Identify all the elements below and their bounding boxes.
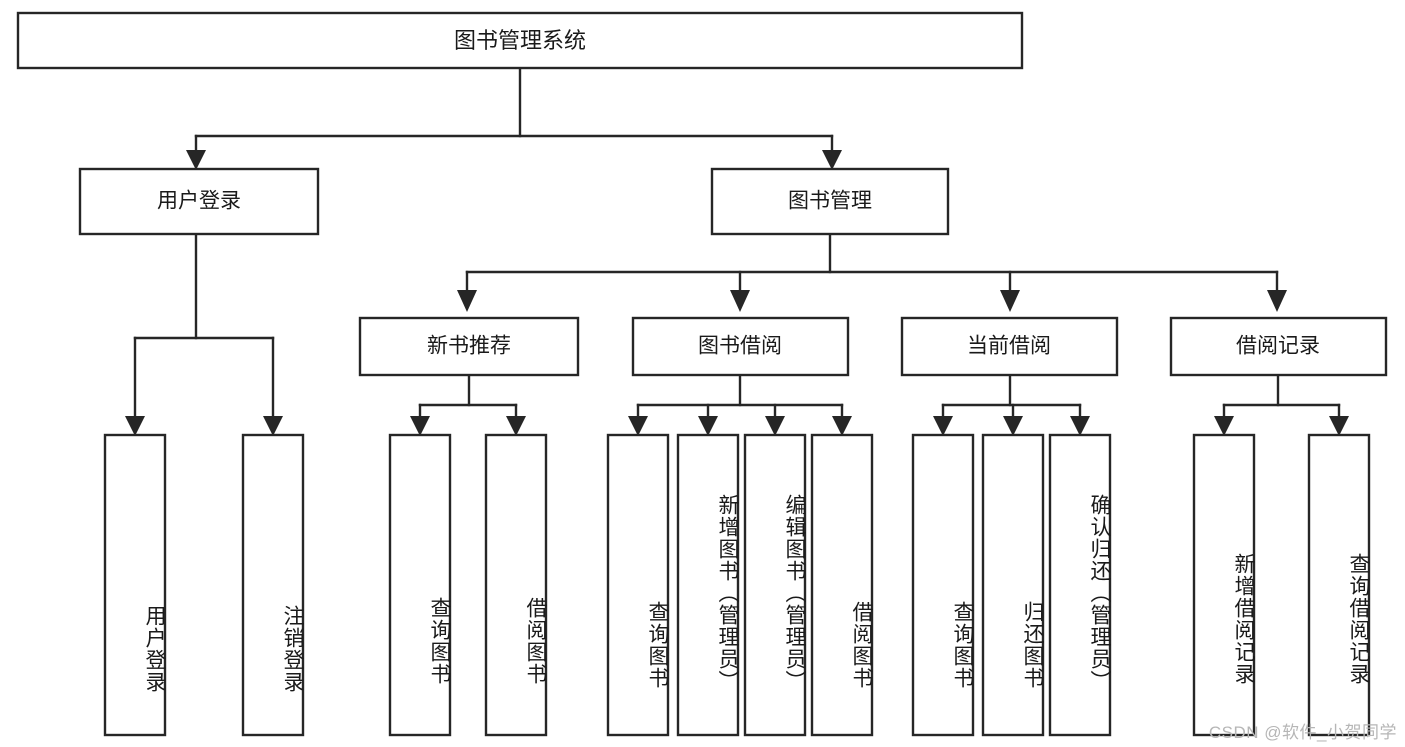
arrowhead-leaf-borrow-book-1 (506, 416, 526, 436)
arrowhead-leaf-query-book-3 (933, 416, 953, 436)
node-leaf-query-book-3-box[interactable] (911, 433, 975, 737)
node-borrow-record[interactable]: 借阅记录 (1169, 316, 1388, 377)
node-book-borrow[interactable]: 图书借阅 (631, 316, 850, 377)
node-book-management-box[interactable] (710, 167, 950, 236)
node-leaf-edit-book-box[interactable] (743, 433, 807, 737)
arrowhead-leaf-query-record (1329, 416, 1349, 436)
node-book-borrow-label: 图书借阅 (698, 335, 782, 358)
arrowhead-new-book-recommend (457, 290, 477, 312)
watermark-text: CSDN @软件_小贺同学 (1208, 723, 1397, 742)
node-borrow-record-label: 借阅记录 (1236, 335, 1320, 358)
node-user-login-label: 用户登录 (157, 190, 241, 213)
node-new-book-recommend-label: 新书推荐 (427, 335, 511, 358)
arrowhead-user-login (186, 150, 206, 170)
node-current-borrow-box[interactable] (900, 316, 1119, 377)
node-leaf-logout-login-box[interactable] (241, 433, 305, 737)
arrowhead-leaf-borrow-book-2 (832, 416, 852, 436)
node-root-label: 图书管理系统 (454, 28, 586, 53)
arrowhead-leaf-add-book (698, 416, 718, 436)
arrowhead-book-management (822, 150, 842, 170)
node-leaf-add-record-box[interactable] (1192, 433, 1256, 737)
arrowhead-leaf-logout-login (263, 416, 283, 436)
node-leaf-add-book-box[interactable] (676, 433, 740, 737)
node-current-borrow[interactable]: 当前借阅 (900, 316, 1119, 377)
node-leaf-borrow-book-2-box[interactable] (810, 433, 874, 737)
node-root[interactable]: 图书管理系统 (16, 11, 1024, 70)
node-current-borrow-label: 当前借阅 (967, 335, 1051, 358)
node-user-login[interactable]: 用户登录 (78, 167, 320, 236)
node-leaf-query-record-box[interactable] (1307, 433, 1371, 737)
node-new-book-recommend[interactable]: 新书推荐 (358, 316, 580, 377)
arrowhead-leaf-edit-book (765, 416, 785, 436)
arrowhead-borrow-record (1267, 290, 1287, 312)
arrowhead-leaf-confirm-return (1070, 416, 1090, 436)
node-user-login-box[interactable] (78, 167, 320, 236)
arrowhead-leaf-query-book-2 (628, 416, 648, 436)
node-leaf-query-book-2-box[interactable] (606, 433, 670, 737)
node-leaf-borrow-book-1-box[interactable] (484, 433, 548, 737)
arrowhead-current-borrow (1000, 290, 1020, 312)
node-book-management-label: 图书管理 (788, 190, 872, 213)
node-leaf-user-login-box[interactable] (103, 433, 167, 737)
node-book-management[interactable]: 图书管理 (710, 167, 950, 236)
node-book-borrow-box[interactable] (631, 316, 850, 377)
arrowhead-leaf-user-login (125, 416, 145, 436)
arrowhead-leaf-return-book (1003, 416, 1023, 436)
arrowhead-leaf-add-record (1214, 416, 1234, 436)
nodes-layer: 图书管理系统 用户登录 图书管理 新书推荐 图书借阅 当前 (16, 11, 1388, 737)
node-root-box[interactable] (16, 11, 1024, 70)
node-new-book-recommend-box[interactable] (358, 316, 580, 377)
node-borrow-record-box[interactable] (1169, 316, 1388, 377)
node-leaf-query-book-1-box[interactable] (388, 433, 452, 737)
arrowhead-leaf-query-book-1 (410, 416, 430, 436)
node-leaf-confirm-return-box[interactable] (1048, 433, 1112, 737)
connectors-layer (125, 66, 1349, 436)
node-leaf-return-book-box[interactable] (981, 433, 1045, 737)
arrowhead-book-borrow (730, 290, 750, 312)
